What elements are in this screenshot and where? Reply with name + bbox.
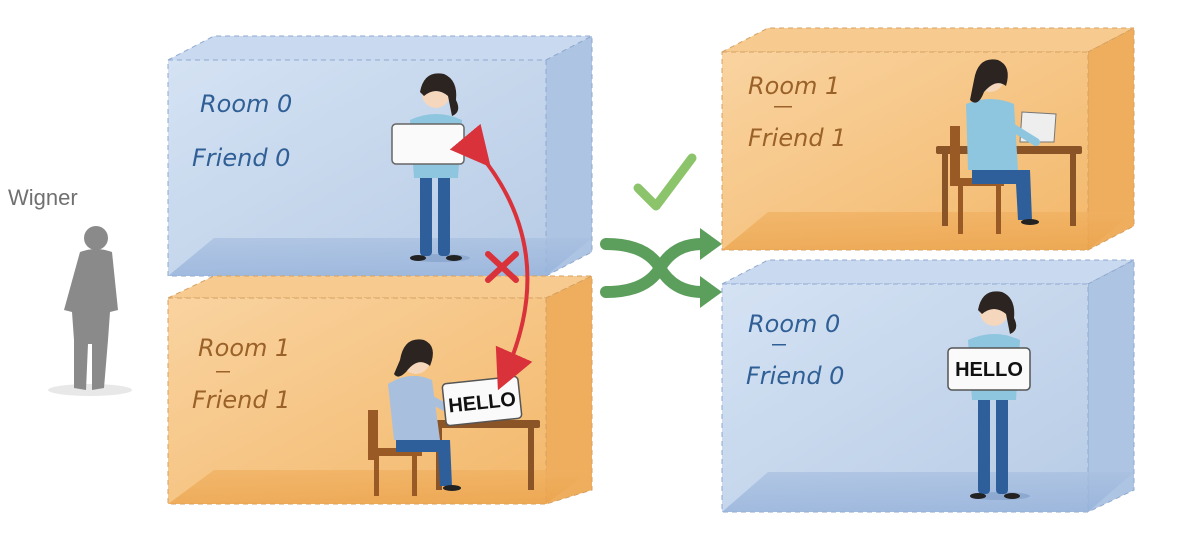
- friend-label: Friend 1: [192, 386, 290, 414]
- wigner-label: Wigner: [8, 185, 78, 210]
- friend-label: Friend 0: [192, 144, 290, 172]
- wigner-silhouette-icon: [48, 226, 132, 396]
- cross-icon: [485, 251, 519, 283]
- right-room-0: Room 0 Friend 0 HELLO: [721, 259, 1135, 513]
- shuffle-arrows-icon: [600, 228, 722, 308]
- sign-text: HELLO: [955, 359, 1023, 381]
- left-room-1: Room 1 Friend 1 HELLO: [167, 275, 593, 505]
- hello-sign: HELLO: [947, 347, 1031, 391]
- friend-label: Friend 0: [746, 362, 844, 390]
- check-icon: [633, 153, 697, 211]
- forbidden-transfer-arrow: [449, 123, 533, 391]
- room-label: Room 1: [198, 334, 290, 362]
- left-room-0: Room 0 Friend 0: [167, 35, 593, 277]
- blank-sign: [391, 123, 465, 165]
- room-label: Room 1: [748, 72, 840, 100]
- wigner-figure: Wigner: [8, 185, 132, 396]
- right-room-1: Room 1 Friend 1: [721, 27, 1135, 251]
- room-label: Room 0: [200, 90, 292, 118]
- room-label: Room 0: [748, 310, 840, 338]
- hello-sign: HELLO: [441, 375, 523, 427]
- friend-seated-figure: [966, 59, 1040, 225]
- friend-label: Friend 1: [748, 124, 846, 152]
